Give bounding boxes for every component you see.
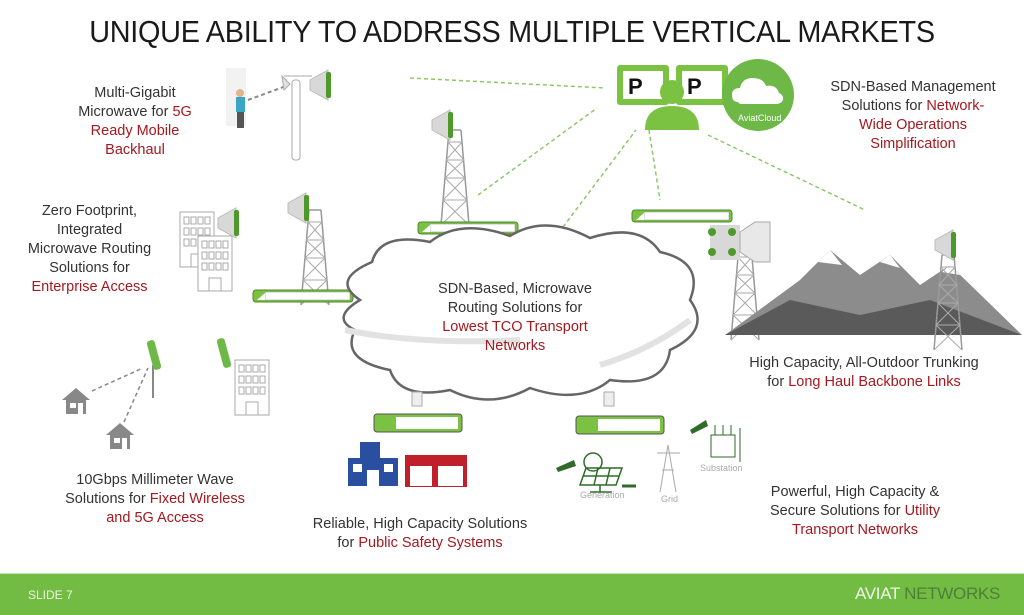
management-console-icon: P P: [617, 65, 728, 130]
aviat-cloud-icon: [722, 59, 794, 131]
svg-text:P: P: [628, 74, 643, 99]
mobile-backhaul-icon: [226, 68, 332, 161]
label-line: Backhaul: [105, 142, 165, 158]
brand-logo: AVIAT NETWORKS: [854, 584, 1000, 603]
market-enterprise: Zero Footprint, Integrated Microwave Rou…: [27, 203, 152, 295]
market-long-haul: High Capacity, All-Outdoor Trunking for …: [749, 355, 979, 390]
market-management: SDN-Based Management Solutions for Netwo…: [830, 79, 996, 152]
mountains-icon: [725, 250, 1022, 335]
grid-label: Grid: [661, 494, 679, 504]
slide-footer: SLIDE 7 AVIAT NETWORKS: [0, 573, 1024, 615]
police-station-icon: [348, 442, 398, 486]
market-fixed-wireless: 10Gbps Millimeter Wave Solutions for Fix…: [65, 472, 245, 526]
generation-label: Generation: [580, 490, 625, 500]
management-links: [409, 77, 866, 228]
long-haul-dish-icon: [708, 221, 771, 263]
substation-icon: [710, 425, 741, 462]
solar-generation-icon: [578, 452, 624, 493]
aviat-cloud-label: AviatCloud: [738, 113, 782, 123]
label-line: Ready Mobile: [90, 123, 180, 139]
transport-cloud: [342, 224, 699, 401]
market-public-safety: Reliable, High Capacity Solutions for Pu…: [312, 516, 528, 551]
slide-title: UNIQUE ABILITY TO ADDRESS MULTIPLE VERTI…: [89, 14, 935, 49]
label-line: Microwave for 5G: [78, 104, 192, 120]
market-transport: SDN-Based, Microwave Routing Solutions f…: [438, 281, 592, 354]
market-utility: Powerful, High Capacity & Secure Solutio…: [769, 484, 941, 538]
grid-tower-icon: [657, 444, 680, 493]
svg-text:P: P: [687, 74, 702, 99]
label-line: Multi-Gigabit: [94, 85, 176, 101]
fire-station-icon: [405, 455, 467, 487]
market-mobile-backhaul: Multi-Gigabit Microwave for 5G Ready Mob…: [40, 84, 230, 160]
slide-number: SLIDE 7: [28, 588, 73, 602]
fixed-wireless-icon: [62, 340, 162, 449]
substation-label: Substation: [700, 463, 743, 473]
